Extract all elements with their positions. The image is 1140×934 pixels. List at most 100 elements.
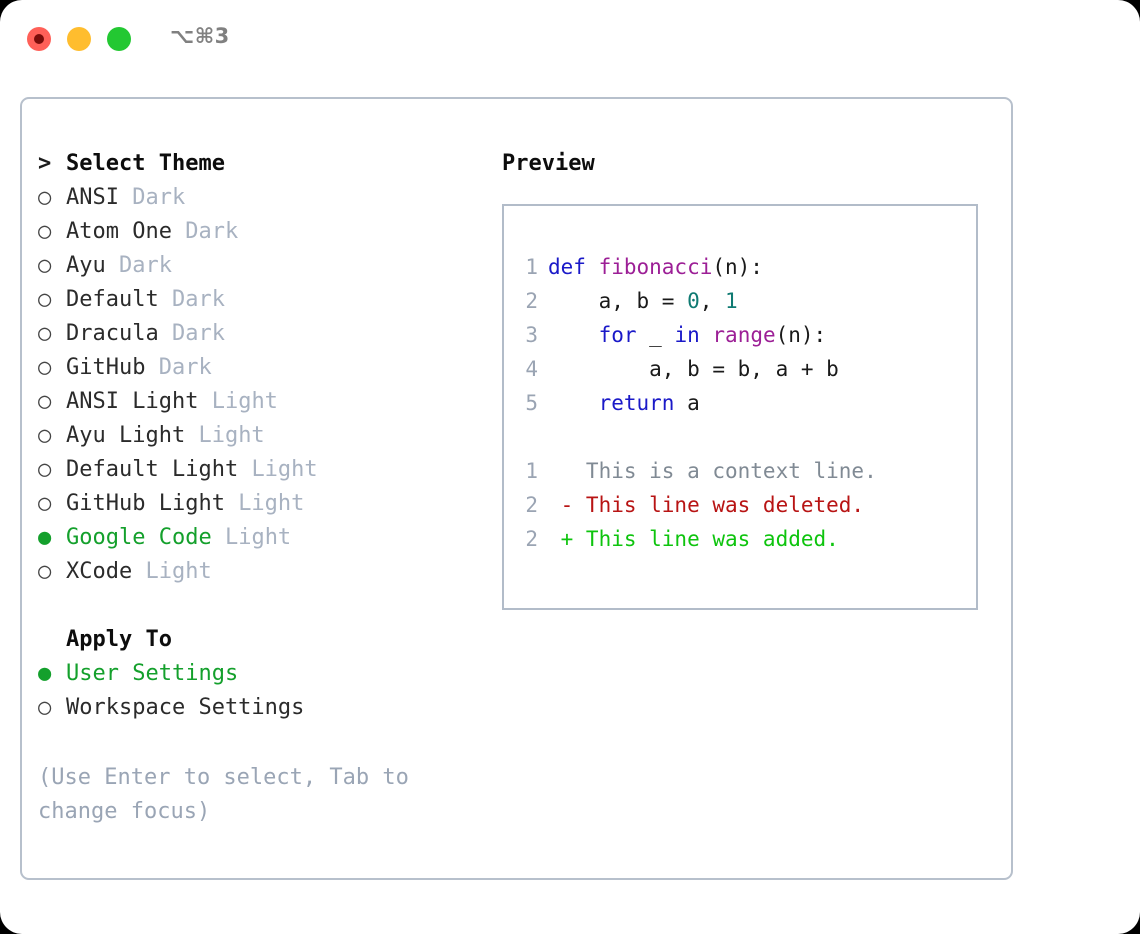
theme-list[interactable]: ○ANSI Dark○Atom One Dark○Ayu Dark○Defaul… (38, 181, 488, 589)
theme-item-name: Atom One (66, 219, 186, 244)
diff-line: 2 - This line was deleted. (516, 488, 972, 522)
code-token: range (712, 323, 776, 347)
radio-unselected-icon[interactable]: ○ (38, 321, 52, 346)
hint-text: (Use Enter to select, Tab to change focu… (38, 765, 423, 824)
radio-unselected-icon[interactable]: ○ (38, 423, 52, 448)
theme-item[interactable]: ●Google Code Light (38, 521, 488, 555)
theme-item[interactable]: ○ Atom One Dark (38, 215, 488, 249)
list-spacer (38, 589, 488, 623)
code-token: def (548, 255, 599, 279)
code-line-number: 2 (525, 527, 538, 551)
code-line-number: 2 (525, 289, 538, 313)
theme-item-variant: Light (198, 423, 265, 448)
theme-item-variant: Light (224, 525, 292, 550)
apply-to-indent (38, 623, 66, 657)
code-token: a (674, 391, 700, 415)
theme-item[interactable]: ○ Default Light Light (38, 453, 488, 487)
apply-to-item-name: Workspace Settings (66, 695, 305, 720)
code-token: in (674, 323, 700, 347)
theme-item-name: Ayu Light (66, 423, 199, 448)
radio-unselected-icon[interactable]: ○ (38, 219, 52, 244)
code-token (548, 391, 599, 415)
keyboard-shortcut-label: ⌥⌘3 (170, 24, 230, 48)
theme-item-variant: Dark (171, 287, 225, 312)
theme-item-variant: Dark (158, 355, 212, 380)
theme-item[interactable]: ○ Ayu Light Light (38, 419, 488, 453)
theme-item[interactable]: ○ Dracula Dark (38, 317, 488, 351)
code-token: (n): (712, 255, 763, 279)
radio-unselected-icon[interactable]: ○ (38, 185, 52, 210)
radio-selected-icon[interactable]: ● (38, 661, 52, 686)
close-window-button[interactable] (27, 27, 51, 51)
diff-line: 1 This is a context line. (516, 454, 972, 488)
minimize-window-button[interactable] (67, 27, 91, 51)
theme-item-variant: Light (145, 559, 212, 584)
apply-to-item[interactable]: ○ Workspace Settings (38, 691, 488, 725)
theme-item-variant: Dark (132, 185, 186, 210)
theme-item[interactable]: ○ ANSI Light Light (38, 385, 488, 419)
code-line: 3 for _ in range(n): (516, 318, 972, 352)
radio-selected-icon[interactable]: ● (38, 525, 52, 550)
theme-item-name: ANSI Light (66, 389, 212, 414)
code-line-number: 1 (525, 459, 538, 483)
code-token: fibonacci (598, 255, 713, 279)
maximize-window-button[interactable] (107, 27, 131, 51)
theme-item-variant: Light (238, 491, 305, 516)
theme-item[interactable]: ○ ANSI Dark (38, 181, 488, 215)
radio-unselected-icon[interactable]: ○ (38, 355, 52, 380)
select-theme-heading: >Select Theme (38, 147, 488, 181)
main-panel: >Select Theme ○ANSI Dark○Atom One Dark○A… (20, 97, 1013, 880)
radio-unselected-icon[interactable]: ○ (38, 287, 52, 312)
theme-item-name: ANSI (66, 185, 133, 210)
code-token: - This line was deleted. (548, 493, 865, 517)
radio-unselected-icon[interactable]: ○ (38, 695, 52, 720)
radio-unselected-icon[interactable]: ○ (38, 457, 52, 482)
theme-item-name: GitHub (66, 355, 159, 380)
diff-line: 2 + This line was added. (516, 522, 972, 556)
theme-item-name: Dracula (66, 321, 172, 346)
preview-heading: Preview (502, 151, 595, 176)
apply-to-title: Apply To (66, 627, 172, 652)
code-token: , (699, 289, 726, 313)
code-line: 4 a, b = b, a + b (516, 352, 972, 386)
apply-to-heading: Apply To (38, 623, 488, 657)
code-token: 1 (725, 289, 738, 313)
theme-item[interactable]: ○ XCode Light (38, 555, 488, 589)
code-line-number: 2 (525, 493, 538, 517)
theme-item-variant: Light (211, 389, 278, 414)
code-token: + This line was added. (548, 527, 839, 551)
theme-item-variant: Dark (185, 219, 239, 244)
code-token (548, 323, 599, 347)
code-token (700, 323, 713, 347)
theme-item-name: Default Light (66, 457, 252, 482)
theme-item[interactable]: ○ GitHub Dark (38, 351, 488, 385)
theme-item-variant: Dark (118, 253, 172, 278)
radio-unselected-icon[interactable]: ○ (38, 389, 52, 414)
theme-item[interactable]: ○ Default Dark (38, 283, 488, 317)
theme-item-variant: Dark (171, 321, 225, 346)
theme-item-name: GitHub Light (66, 491, 239, 516)
code-token: This is a context line. (548, 459, 877, 483)
theme-selection-column: >Select Theme ○ANSI Dark○Atom One Dark○A… (38, 147, 488, 725)
apply-to-item[interactable]: ●User Settings (38, 657, 488, 691)
prompt-caret-icon: > (38, 151, 52, 176)
code-token: _ (636, 323, 675, 347)
title-bar: ⌥⌘3 (0, 0, 1140, 78)
radio-unselected-icon[interactable]: ○ (38, 559, 52, 584)
radio-unselected-icon[interactable]: ○ (38, 253, 52, 278)
code-line: 5 return a (516, 386, 972, 420)
apply-to-list[interactable]: ●User Settings ○ Workspace Settings (38, 657, 488, 725)
theme-item[interactable]: ○Ayu Dark (38, 249, 488, 283)
code-token: for (598, 323, 637, 347)
theme-item-name: Default (66, 287, 172, 312)
code-token: a, b = b, a + b (548, 357, 839, 381)
code-token: 0 (687, 289, 700, 313)
theme-item[interactable]: ○ GitHub Light Light (38, 487, 488, 521)
theme-item-name: XCode (66, 559, 146, 584)
theme-item-variant: Light (251, 457, 318, 482)
radio-unselected-icon[interactable]: ○ (38, 491, 52, 516)
